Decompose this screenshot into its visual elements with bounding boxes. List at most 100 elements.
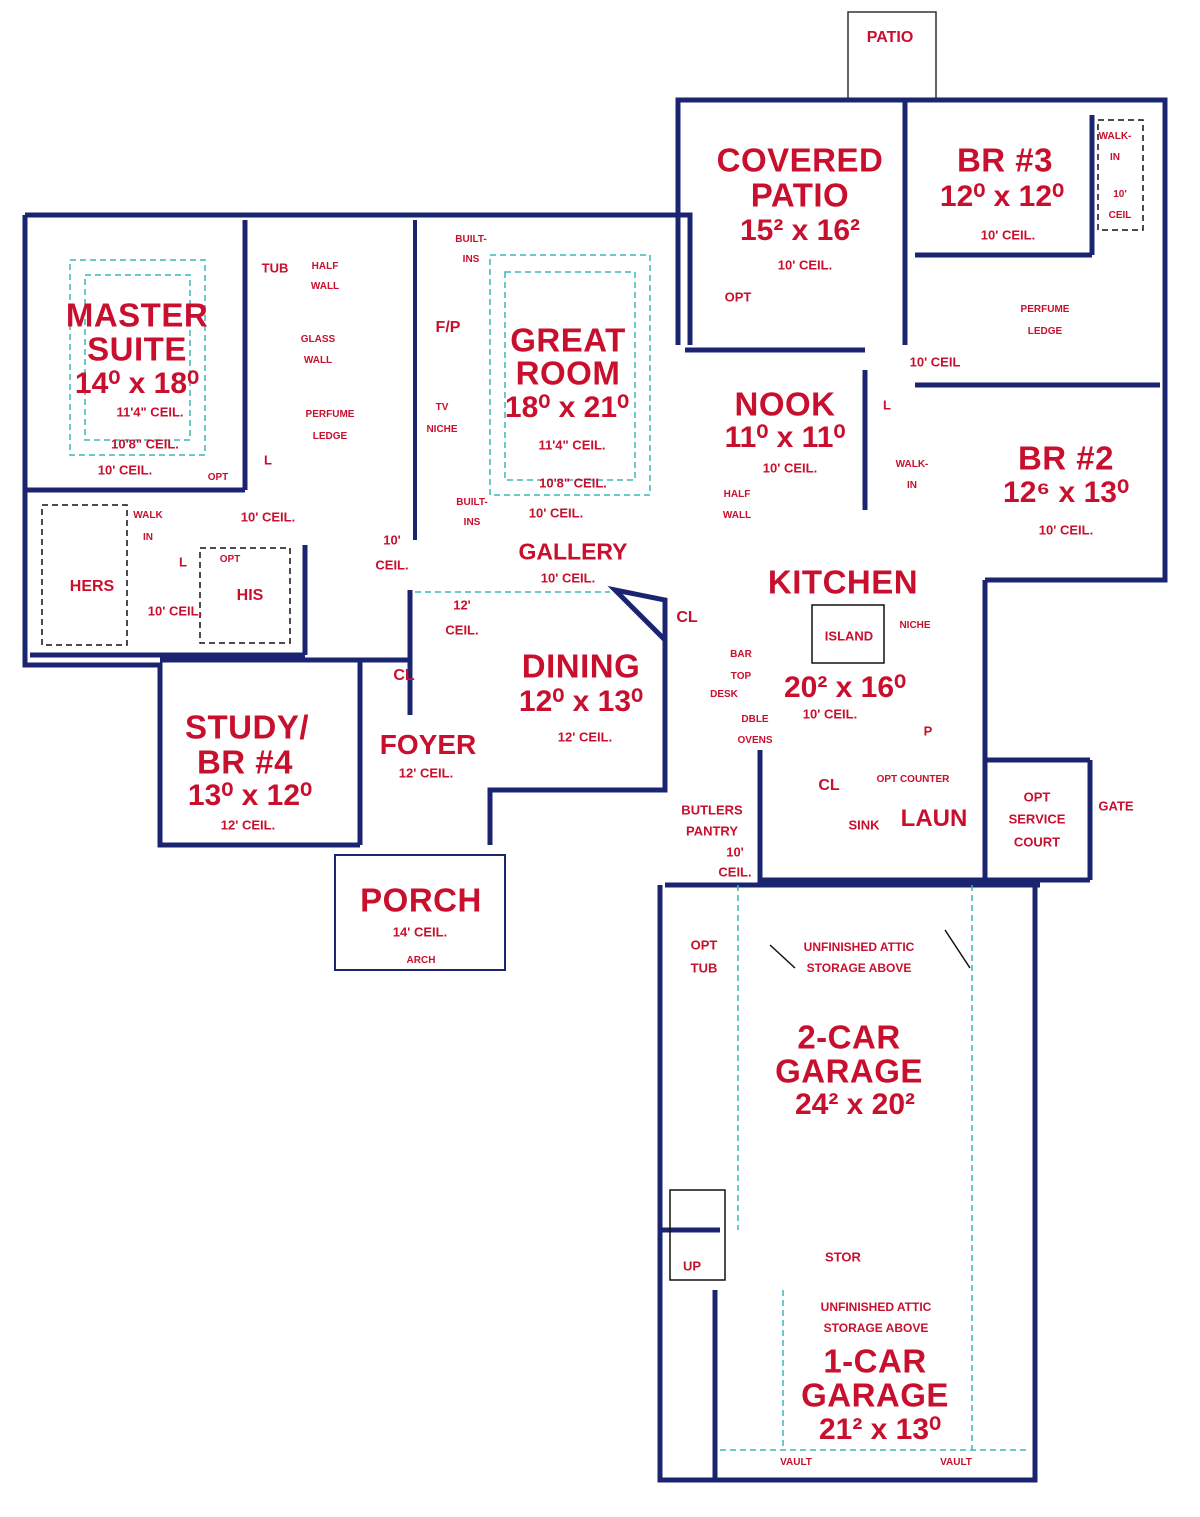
attic-storage-label: UNFINISHED ATTIC bbox=[820, 1300, 932, 1314]
great-room-ceiling: 11'4" CEIL. bbox=[538, 437, 606, 453]
nook-ceiling: 10' CEIL. bbox=[762, 460, 818, 476]
butlers-ceiling: 10' bbox=[726, 844, 744, 860]
opt-tub-label: TUB bbox=[690, 960, 718, 976]
butlers-pantry-label: PANTRY bbox=[686, 823, 738, 839]
covered-patio-walls bbox=[675, 97, 908, 345]
linen-label: L bbox=[179, 554, 187, 570]
br3-walkin-ceiling: 10' bbox=[1113, 189, 1127, 200]
gate-label: GATE bbox=[1098, 798, 1134, 814]
builtins-label: INS bbox=[462, 254, 480, 265]
great-room-ceiling: 10'8" CEIL. bbox=[539, 475, 607, 491]
garage1-dims: 21² x 13⁰ bbox=[818, 1413, 942, 1446]
perfume-ledge-label: PERFUME bbox=[305, 409, 355, 420]
garage2-name: 2-CAR bbox=[797, 1018, 901, 1056]
desk-label: DESK bbox=[710, 689, 738, 700]
gallery-ceiling-12: 12' bbox=[453, 597, 471, 613]
patio-outline bbox=[847, 11, 937, 101]
garage2-name: GARAGE bbox=[775, 1052, 923, 1090]
hall-ceiling: 10' CEIL bbox=[909, 354, 961, 370]
butlers-pantry-label: BUTLERS bbox=[681, 802, 743, 818]
half-wall-label: WALL bbox=[722, 510, 752, 521]
opt-door-label: OPT bbox=[207, 472, 229, 483]
pantry-label: P bbox=[923, 723, 933, 739]
attic-storage-label: STORAGE ABOVE bbox=[806, 961, 912, 975]
opt-tub-label: OPT bbox=[690, 937, 718, 953]
walkin-label: IN bbox=[143, 532, 153, 543]
island-label: ISLAND bbox=[824, 628, 874, 644]
br3-walkin-ceiling: CEIL bbox=[1108, 210, 1132, 221]
covered-patio-name: PATIO bbox=[750, 176, 850, 214]
perfume-ledge-label: LEDGE bbox=[312, 431, 348, 442]
master-dims: 14⁰ x 18⁰ bbox=[74, 367, 200, 400]
attic-storage-label: STORAGE ABOVE bbox=[823, 1321, 929, 1335]
bar-top-label: BAR bbox=[730, 649, 752, 660]
ovens-label: DBLE bbox=[741, 714, 769, 725]
kitchen-dims: 20² x 16⁰ bbox=[783, 671, 907, 704]
great-room-name: GREAT bbox=[510, 321, 626, 359]
gallery-ceiling-12: CEIL. bbox=[445, 622, 479, 638]
nook-name: NOOK bbox=[734, 385, 836, 423]
hers-closet-label: HERS bbox=[69, 578, 115, 595]
covered-patio-ceiling: 10' CEIL. bbox=[777, 257, 833, 273]
br3-br2-walls bbox=[905, 97, 1168, 583]
hall-ceiling: CEIL. bbox=[375, 557, 409, 573]
opt-door-label: OPT bbox=[724, 289, 752, 305]
porch-name: PORCH bbox=[360, 881, 482, 919]
linen-label: L bbox=[883, 397, 891, 413]
tub-label: TUB bbox=[261, 260, 289, 276]
study-ceiling: 12' CEIL. bbox=[220, 817, 276, 833]
garage1-name: 1-CAR bbox=[823, 1342, 927, 1380]
dining-dims: 12⁰ x 13⁰ bbox=[518, 685, 644, 718]
study-name: STUDY/ bbox=[184, 708, 310, 746]
perfume-ledge-label: LEDGE bbox=[1027, 326, 1063, 337]
dining-name: DINING bbox=[521, 647, 641, 685]
closet-label: CL bbox=[818, 777, 840, 794]
linen-label: L bbox=[264, 452, 272, 468]
sink-label: SINK bbox=[848, 817, 880, 833]
covered-patio-dims: 15² x 16² bbox=[739, 214, 861, 247]
great-room-name: ROOM bbox=[515, 354, 621, 392]
br3-dims: 12⁰ x 12⁰ bbox=[939, 180, 1065, 213]
main-top-wall bbox=[25, 212, 693, 345]
garage2-dims: 24² x 20² bbox=[794, 1088, 916, 1121]
opt-counter-label: OPT COUNTER bbox=[876, 774, 950, 785]
walkin-label: WALK- bbox=[895, 459, 929, 470]
study-name: BR #4 bbox=[196, 743, 294, 781]
master-name: MASTER bbox=[65, 296, 209, 334]
bath-ceiling: 10' CEIL. bbox=[240, 509, 296, 525]
builtins-label: BUILT- bbox=[456, 497, 488, 508]
br2-dims: 12⁶ x 13⁰ bbox=[1003, 476, 1129, 509]
half-wall-label: HALF bbox=[311, 261, 339, 272]
laundry-name: LAUN bbox=[900, 805, 968, 832]
closets-ceiling: 10' CEIL. bbox=[147, 603, 203, 619]
builtins-label: INS bbox=[463, 517, 481, 528]
service-court-label: SERVICE bbox=[1008, 811, 1066, 827]
tv-niche-label: TV bbox=[435, 402, 449, 413]
arch-label: ARCH bbox=[406, 955, 436, 966]
dining-ceiling: 12' CEIL. bbox=[557, 729, 613, 745]
master-ceiling: 10' CEIL. bbox=[97, 462, 153, 478]
closet-label: CL bbox=[393, 667, 415, 684]
opt-door-label: OPT bbox=[219, 554, 241, 565]
br3-name: BR #3 bbox=[956, 141, 1054, 179]
glass-wall-label: GLASS bbox=[300, 334, 336, 345]
master-ceiling: 10'8" CEIL. bbox=[111, 436, 179, 452]
study-dims: 13⁰ x 12⁰ bbox=[187, 779, 313, 812]
br3-walkin: IN bbox=[1110, 152, 1120, 163]
great-room-ceiling: 10' CEIL. bbox=[528, 505, 584, 521]
closet-label: CL bbox=[676, 609, 698, 626]
gallery-ceiling: 10' CEIL. bbox=[540, 570, 596, 586]
foyer-ceiling: 12' CEIL. bbox=[398, 765, 454, 781]
br3-ceiling: 10' CEIL. bbox=[980, 227, 1036, 243]
garage1-name: GARAGE bbox=[801, 1376, 949, 1414]
butlers-ceiling: CEIL. bbox=[718, 864, 752, 880]
master-ceiling: 11'4" CEIL. bbox=[116, 404, 184, 420]
nook-dims: 11⁰ x 11⁰ bbox=[724, 421, 846, 454]
stairs-up-label: UP bbox=[682, 1258, 702, 1274]
ovens-label: OVENS bbox=[737, 735, 773, 746]
vault-label: VAULT bbox=[940, 1457, 972, 1468]
vault-label: VAULT bbox=[780, 1457, 812, 1468]
niche-label: NICHE bbox=[899, 620, 931, 631]
great-room-dims: 18⁰ x 21⁰ bbox=[504, 391, 630, 424]
